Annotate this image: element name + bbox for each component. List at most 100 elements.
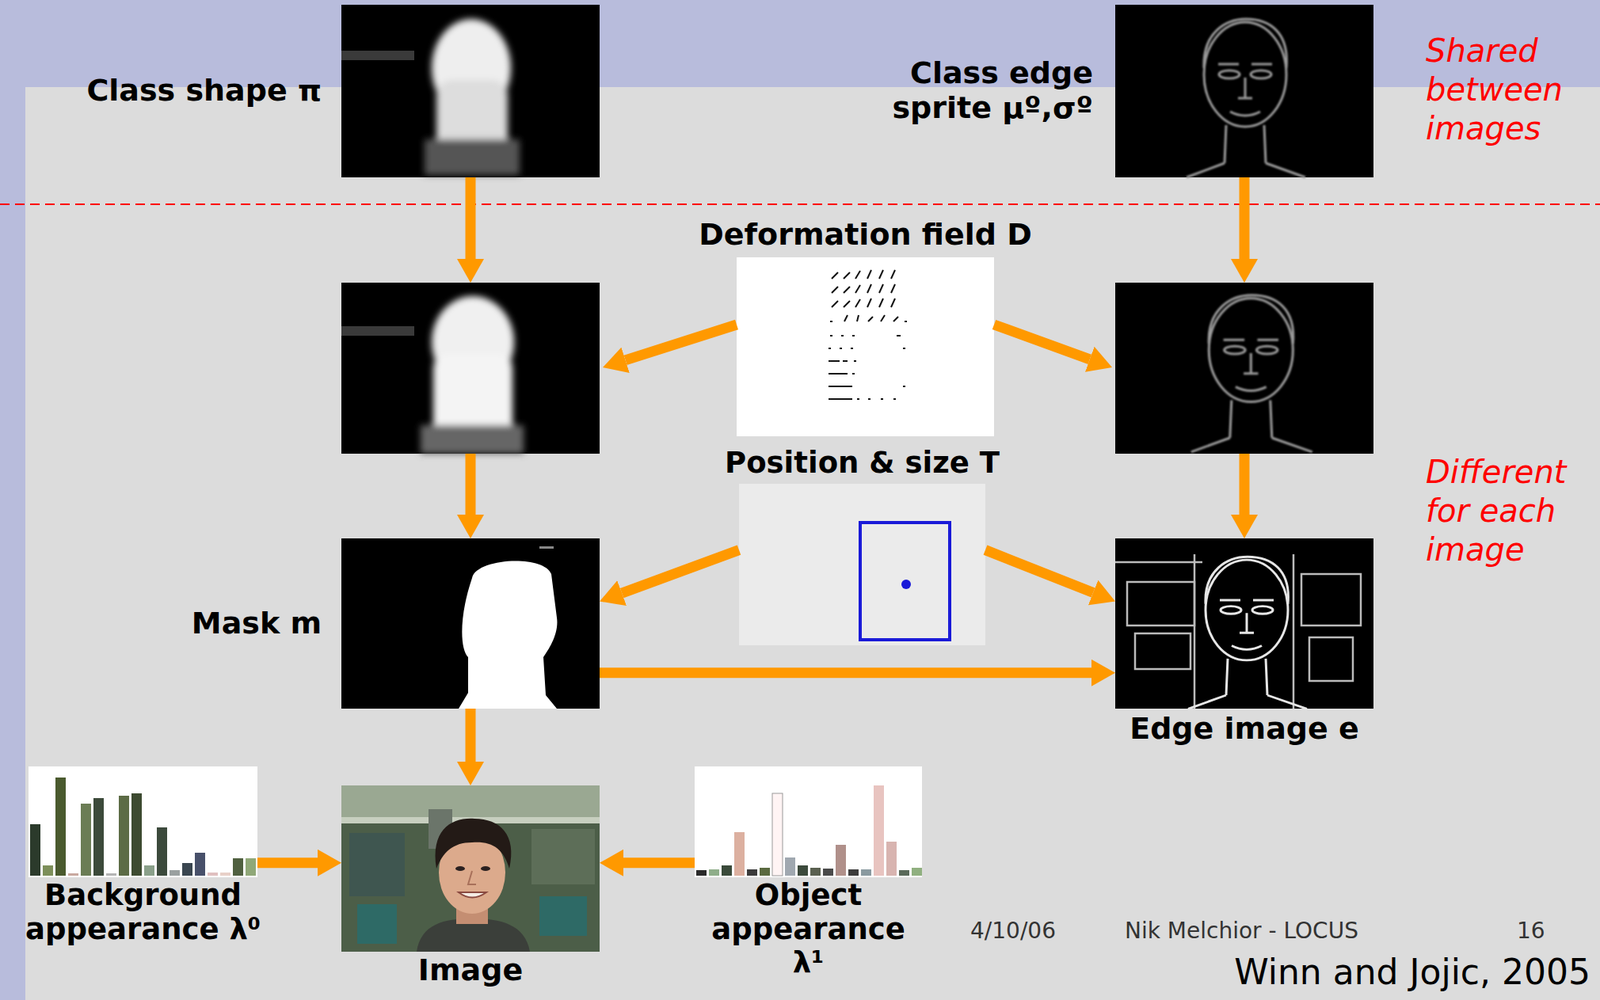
deformed-shape-picture-part bbox=[341, 282, 600, 454]
edge-image-picture bbox=[1115, 538, 1374, 709]
deformation-field-picture-part bbox=[828, 270, 907, 400]
photo-picture-part bbox=[341, 785, 600, 953]
background-histogram-picture-part bbox=[194, 853, 206, 877]
citation: Winn and Jojic, 2005 bbox=[1234, 952, 1591, 994]
background-histogram-picture-part bbox=[220, 872, 231, 877]
background-histogram-picture-part bbox=[207, 872, 218, 877]
image-photo: Image bbox=[341, 785, 600, 953]
photo-picture bbox=[341, 785, 600, 953]
object-histogram-picture-part bbox=[873, 785, 884, 877]
mask-picture-part bbox=[539, 546, 554, 549]
photo-picture-part bbox=[539, 896, 587, 937]
node-label: Edge image e bbox=[1101, 712, 1387, 747]
background-histogram-picture-part bbox=[93, 798, 104, 877]
class-shape-picture-part bbox=[424, 19, 520, 176]
background-histogram-picture-part bbox=[80, 803, 92, 877]
object-histogram-picture-part bbox=[848, 869, 859, 877]
position-size-box: Position & size T bbox=[739, 483, 986, 646]
mask-picture bbox=[341, 538, 600, 709]
object-histogram-picture-part bbox=[696, 870, 707, 877]
layout-arrows bbox=[470, 177, 1245, 515]
edge-sprite-image: Class edge sprite μº,σº bbox=[1115, 4, 1374, 178]
object-histogram-picture-part bbox=[797, 865, 808, 877]
position-size-picture bbox=[739, 483, 986, 646]
mask-picture-part bbox=[458, 561, 557, 709]
flow-arrow bbox=[623, 857, 695, 869]
side-band bbox=[0, 0, 26, 1000]
background-histogram-picture-part bbox=[42, 865, 54, 877]
object-histogram-picture-part bbox=[772, 793, 783, 877]
background-histogram-picture-part bbox=[182, 863, 193, 877]
class-shape-picture-part bbox=[341, 4, 600, 178]
class-shape-image: Class shape π bbox=[341, 4, 600, 178]
node-label: Mask m bbox=[147, 606, 322, 642]
background-histogram-picture-part bbox=[245, 858, 256, 877]
position-size-picture-part bbox=[860, 522, 950, 640]
object-histogram-picture-part bbox=[759, 868, 770, 877]
deformation-field-picture bbox=[736, 257, 995, 437]
layout-arrows-part bbox=[1239, 453, 1250, 515]
background-histogram-picture-part bbox=[106, 873, 117, 877]
flow-arrow bbox=[257, 857, 318, 869]
edge-sprite-picture-part bbox=[1186, 19, 1306, 178]
object-histogram-picture bbox=[694, 766, 922, 878]
deformed-shape-picture-part-part bbox=[420, 425, 524, 454]
page-number: 16 bbox=[1516, 918, 1546, 945]
photo-picture-part bbox=[455, 866, 465, 872]
note-text: Different for each image bbox=[1425, 453, 1597, 570]
class-shape-picture-part-part bbox=[424, 139, 520, 176]
layout-arrows-part bbox=[465, 177, 477, 260]
photo-picture-part bbox=[349, 833, 405, 897]
background-histogram-picture-part bbox=[144, 865, 155, 877]
edge-image-picture-part-part bbox=[1301, 574, 1361, 626]
class-shape-picture-part bbox=[341, 50, 415, 61]
background-histogram-picture-part bbox=[68, 873, 79, 877]
deformed-shape-picture-part bbox=[420, 296, 524, 454]
background-histogram-picture-part bbox=[118, 796, 130, 877]
deformation-field-picture-part bbox=[736, 257, 995, 437]
flow-arrow bbox=[985, 550, 1094, 594]
photo-picture-part bbox=[458, 892, 487, 899]
edge-image-picture-part bbox=[1115, 538, 1374, 709]
footer-date: 4/10/06 bbox=[970, 918, 1056, 945]
deformed-edge-picture bbox=[1115, 282, 1374, 454]
background-histogram-picture-part bbox=[156, 827, 168, 877]
background-histogram-picture bbox=[28, 766, 258, 878]
mask-picture-part bbox=[341, 538, 600, 709]
object-histogram-picture-part bbox=[911, 868, 922, 877]
photo-picture-part bbox=[357, 904, 397, 945]
background-histogram-picture-part bbox=[55, 777, 66, 877]
edge-image-picture-part bbox=[1115, 554, 1361, 709]
flow-arrow bbox=[621, 550, 740, 595]
layout-arrows-part bbox=[625, 324, 737, 361]
object-histogram-picture-part bbox=[822, 868, 834, 877]
edge-image-picture-part bbox=[1188, 556, 1307, 709]
node-label: Image bbox=[351, 953, 590, 989]
object-histogram-picture-part bbox=[835, 845, 846, 877]
node-label: Deformation field D bbox=[679, 217, 1052, 253]
object-histogram-picture-part bbox=[734, 832, 745, 877]
flow-arrow bbox=[465, 708, 477, 762]
node-label: Object appearance λ¹ bbox=[701, 879, 916, 981]
flow-arrow bbox=[599, 667, 1092, 679]
edge-sprite-picture bbox=[1115, 4, 1374, 178]
node-label: Class shape π bbox=[52, 73, 322, 109]
deformed-shape-picture bbox=[341, 282, 600, 454]
object-histogram-picture-part bbox=[860, 869, 872, 877]
background-histogram-picture-part bbox=[131, 793, 142, 877]
photo-picture-part bbox=[435, 819, 512, 869]
appearance-histogram: Object appearance λ¹ bbox=[694, 766, 922, 878]
background-histogram-picture-part bbox=[232, 858, 244, 877]
object-histogram-picture-part bbox=[721, 865, 732, 877]
background-histogram-picture-part bbox=[28, 766, 258, 878]
object-histogram-picture-part bbox=[746, 869, 758, 877]
node-label: Background appearance λ⁰ bbox=[4, 879, 282, 947]
layout-arrows-part bbox=[465, 453, 477, 515]
object-histogram-picture-part bbox=[886, 841, 897, 877]
node-label: Position & size T bbox=[696, 446, 1029, 481]
